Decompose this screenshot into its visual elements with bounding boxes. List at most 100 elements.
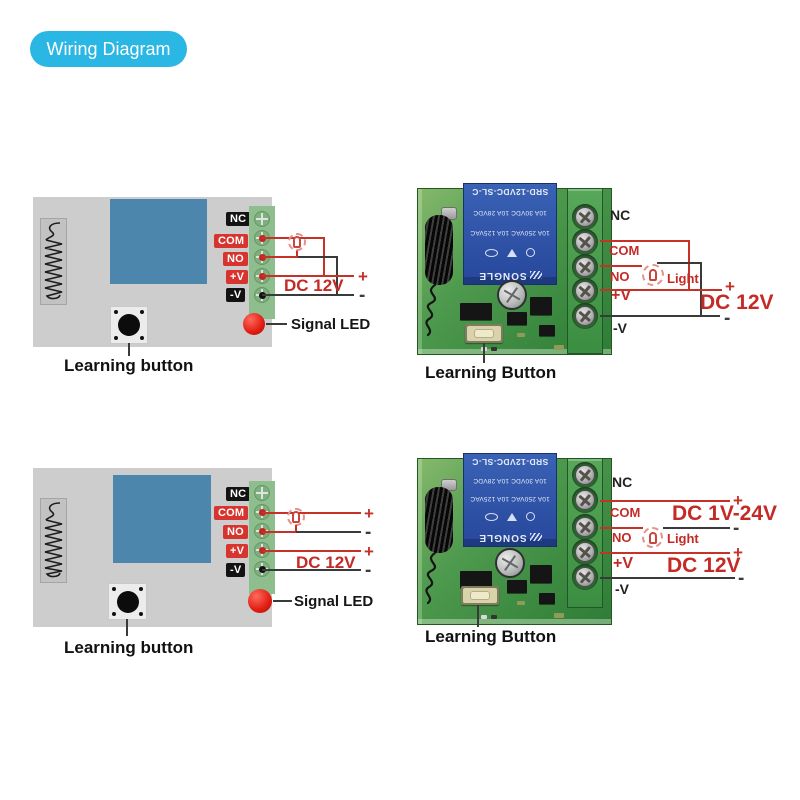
wire-segment — [262, 569, 361, 571]
signal-led — [248, 589, 272, 613]
learning-button-label: Learning Button — [425, 627, 557, 646]
relay-markings: SONGLE 10A 250VAC 10A 125VAC 10A 30VDC 1… — [468, 457, 552, 543]
terminal-label-com: COM — [214, 506, 249, 520]
smd-component — [517, 601, 525, 605]
schematic-panel-top: NC COM NO +V -V + - DC 12V Signal LED L — [33, 197, 411, 379]
wire-segment — [262, 531, 296, 533]
ic-chip — [539, 325, 555, 336]
terminal-label-no: NO — [223, 252, 248, 266]
smd-component — [491, 347, 497, 351]
minus-mark: - — [724, 308, 731, 329]
terminal-screw — [572, 254, 598, 280]
certification-marks — [485, 512, 535, 522]
coil-spring-icon — [44, 502, 63, 578]
bulb-icon — [649, 269, 657, 281]
minus-mark: - — [738, 568, 745, 589]
wire-segment — [262, 512, 361, 514]
wiring-diagram-badge: Wiring Diagram — [30, 31, 187, 67]
smd-component — [491, 615, 497, 619]
antenna-coil — [40, 498, 67, 583]
learning-button — [465, 324, 503, 343]
terminal-label-plus-v: +V — [226, 544, 249, 558]
terminal-label-com: COM — [214, 234, 249, 248]
wire-segment — [600, 500, 730, 502]
minus-mark: - — [359, 285, 366, 306]
wire-segment — [262, 550, 361, 552]
light-label: Light — [667, 531, 699, 546]
learning-button — [461, 586, 499, 605]
callout-line — [128, 343, 130, 356]
terminal-label-com: COM — [609, 243, 640, 258]
relay-block — [110, 199, 207, 284]
relay-rating-dc: 10A 30VDC 10A 28VDC — [473, 209, 547, 217]
ic-chip — [460, 303, 492, 320]
terminal-label-no: NO — [612, 530, 632, 545]
bulb-icon — [292, 511, 300, 523]
wire-segment — [298, 256, 338, 258]
ic-chip — [507, 580, 527, 593]
terminal-label-no: NO — [610, 269, 630, 284]
relay-markings: SONGLE 10A 250VAC 10A 125VAC 10A 30VDC 1… — [468, 187, 552, 281]
terminal-screw — [254, 485, 270, 501]
wire-segment — [295, 525, 297, 531]
plus-mark: + — [725, 277, 735, 296]
pcb-panel-top: SONGLE 10A 250VAC 10A 125VAC 10A 30VDC 1… — [417, 183, 797, 388]
ic-chip — [460, 571, 492, 588]
plus-mark: + — [733, 543, 743, 562]
terminal-screw — [572, 462, 598, 488]
wire-segment — [663, 527, 730, 529]
relay-component: SONGLE 10A 250VAC 10A 125VAC 10A 30VDC 1… — [463, 453, 557, 547]
callout-line — [266, 323, 287, 325]
lamp-icon — [287, 508, 305, 526]
relay-brand: SONGLE — [478, 532, 527, 543]
callout-line — [477, 605, 479, 627]
signal-led-label: Signal LED — [291, 316, 371, 333]
wire-segment — [600, 552, 730, 554]
callout-line — [126, 619, 128, 636]
smd-component — [554, 613, 564, 618]
callout-line — [273, 600, 292, 602]
antenna-coil — [425, 487, 453, 553]
relay-brand: SONGLE — [478, 270, 527, 281]
lamp-icon — [642, 264, 664, 286]
supply-label: DC 12V — [284, 276, 344, 295]
lamp-icon — [642, 527, 663, 548]
terminal-label-nc: NC — [612, 474, 633, 490]
capacitor — [497, 280, 527, 310]
coil-spring-icon — [44, 222, 63, 300]
wire-segment — [600, 577, 735, 579]
relay-model: SRD-12VDC-SL-C — [471, 457, 549, 467]
learning-button-label: Learning button — [64, 638, 194, 657]
terminal-screw — [572, 539, 598, 565]
terminal-label-nc: NC — [610, 207, 631, 223]
terminal-screw — [572, 303, 598, 329]
plus-mark: + — [364, 542, 374, 561]
terminal-screw — [572, 204, 598, 230]
songle-logo-icon — [529, 271, 542, 280]
learning-button-label: Learning Button — [425, 363, 557, 382]
coil-wire-tail — [425, 283, 437, 337]
pcb-panel-bottom: SONGLE 10A 250VAC 10A 125VAC 10A 30VDC 1… — [417, 453, 797, 658]
antenna-coil — [425, 215, 453, 285]
learning-button — [109, 584, 146, 619]
wire-segment — [296, 531, 361, 533]
terminal-screw — [572, 229, 598, 255]
terminal-label-plus-v: +V — [613, 555, 634, 572]
lamp-icon — [288, 233, 306, 251]
relay-rating-ac: 10A 250VAC 10A 125VAC — [470, 495, 550, 502]
terminal-screw — [572, 487, 598, 513]
signal-led-label: Signal LED — [294, 593, 374, 610]
wire-segment — [657, 262, 702, 264]
relay-rating-dc: 10A 30VDC 10A 28VDC — [473, 477, 547, 485]
wire-segment — [688, 240, 690, 291]
signal-led — [243, 313, 265, 335]
ic-chip — [530, 565, 552, 583]
learning-button-label: Learning button — [64, 356, 194, 375]
smd-component — [554, 345, 564, 350]
terminal-label-nc: NC — [226, 487, 251, 501]
load-supply-label: DC 1V-24V — [672, 502, 778, 525]
relay-model: SRD-12VDC-SL-C — [471, 187, 549, 197]
terminal-screw — [254, 211, 270, 227]
learning-button — [111, 307, 147, 343]
